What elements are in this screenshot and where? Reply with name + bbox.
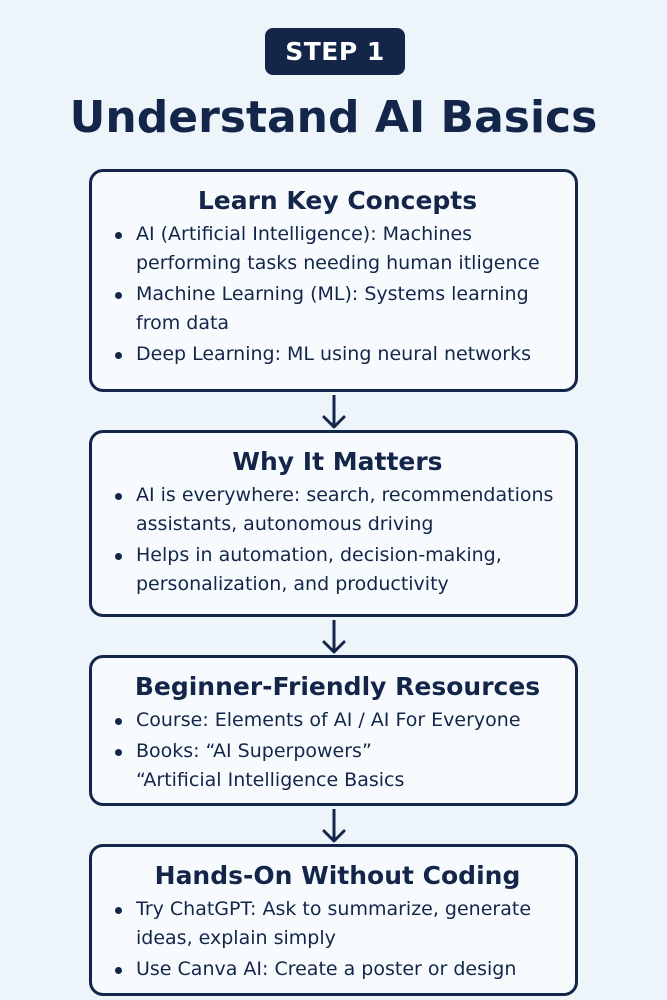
list-item-line: assistants, autonomous driving <box>136 513 434 535</box>
list-item: AI (Artificial Intelligence): Machines p… <box>110 220 565 278</box>
list-item-line: Machine Learning (ML): Systems learning <box>136 283 529 305</box>
bullet-list: Course: Elements of AI / AI For Everyone… <box>110 706 565 795</box>
card-beginner-friendly-resources: Beginner-Friendly Resources Course: Elem… <box>89 655 578 806</box>
bullet-list: AI (Artificial Intelligence): Machines p… <box>110 220 565 369</box>
card-why-it-matters: Why It Matters AI is everywhere: search,… <box>89 430 578 617</box>
arrow-down-icon <box>322 809 346 843</box>
list-item-line: Try ChatGPT: Ask to summarize, generate <box>136 898 532 920</box>
arrow-down-icon <box>322 620 346 654</box>
step-badge: STEP 1 <box>265 28 405 75</box>
list-item-line: from data <box>136 312 230 334</box>
list-item-line: Deep Learning: ML using neural networks <box>136 343 532 365</box>
list-item-line: AI (Artificial Intelligence): Machines <box>136 223 473 245</box>
bullet-list: Try ChatGPT: Ask to summarize, generate … <box>110 895 565 984</box>
list-item-line: Course: Elements of AI / AI For Everyone <box>136 709 521 731</box>
list-item: Deep Learning: ML using neural networks <box>110 340 565 369</box>
list-item: Use Canva AI: Create a poster or design <box>110 955 565 984</box>
list-item: Course: Elements of AI / AI For Everyone <box>110 706 565 735</box>
card-title: Beginner-Friendly Resources <box>134 672 541 701</box>
page-title: Understand AI Basics <box>69 92 598 143</box>
list-item-line: ideas, explain simply <box>136 927 336 949</box>
list-item-line: Use Canva AI: Create a poster or design <box>136 958 517 980</box>
card-title: Hands-On Without Coding <box>154 861 521 890</box>
list-item-line: performing tasks needing human itligence <box>136 252 540 274</box>
list-item: Machine Learning (ML): Systems learning … <box>110 280 565 338</box>
list-item: Books: “AI Superpowers” “Artificial Inte… <box>110 737 565 795</box>
list-item-line: Helps in automation, decision-making, <box>136 544 502 566</box>
bullet-list: AI is everywhere: search, recommendation… <box>110 481 565 599</box>
list-item: Try ChatGPT: Ask to summarize, generate … <box>110 895 565 953</box>
card-title: Learn Key Concepts <box>197 186 478 215</box>
card-hands-on-without-coding: Hands-On Without Coding Try ChatGPT: Ask… <box>89 844 578 996</box>
list-item: AI is everywhere: search, recommendation… <box>110 481 565 539</box>
list-item-line: “Artificial Intelligence Basics <box>136 769 405 791</box>
list-item-line: personalization, and productivity <box>136 573 449 595</box>
list-item: Helps in automation, decision-making, pe… <box>110 541 565 599</box>
card-title: Why It Matters <box>232 447 443 476</box>
arrow-down-icon <box>322 395 346 429</box>
list-item-line: AI is everywhere: search, recommendation… <box>136 484 554 506</box>
card-learn-key-concepts: Learn Key Concepts AI (Artificial Intell… <box>89 169 578 392</box>
list-item-line: Books: “AI Superpowers” <box>136 740 372 762</box>
